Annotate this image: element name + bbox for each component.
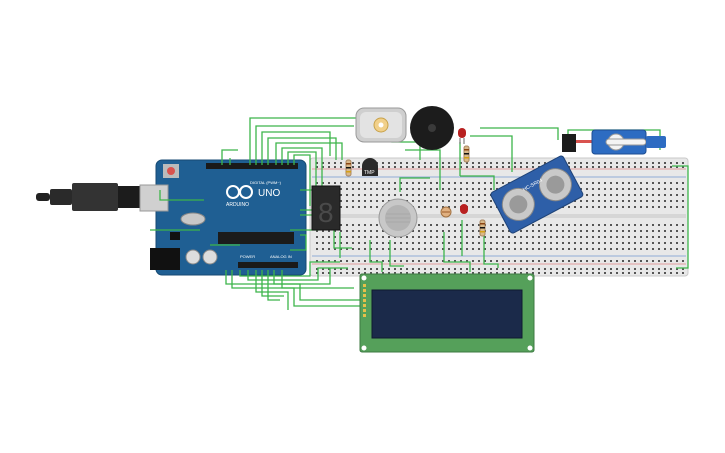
lcd-pin-header xyxy=(363,284,366,317)
capacitor xyxy=(185,249,201,265)
buzzer-icon xyxy=(410,106,454,150)
led-icon xyxy=(460,204,468,214)
ultrasonic-sensor: HC-SR04 xyxy=(490,155,584,234)
power-header-label: POWER xyxy=(240,254,255,259)
crystal xyxy=(180,212,206,226)
seven-segment-digit: 8 xyxy=(318,197,334,228)
gas-sensor-icon xyxy=(378,198,418,238)
digital-header xyxy=(206,163,298,169)
arduino-board: UNO ARDUINO DIGITAL (PWM~) POWER ANALOG … xyxy=(36,159,307,276)
board-logo-text: ARDUINO xyxy=(226,202,249,208)
microcontroller-chip xyxy=(218,232,294,244)
resistor-icon xyxy=(479,219,486,237)
photoresistor-icon xyxy=(440,206,452,218)
usb-cable-icon xyxy=(36,183,169,212)
temp-sensor-label: TMP xyxy=(364,170,375,176)
resistor-icon xyxy=(345,159,352,177)
temperature-sensor: TMP xyxy=(362,158,378,176)
dc-motor-icon xyxy=(355,107,407,143)
analog-header-label: ANALOG IN xyxy=(270,254,292,259)
board-model-label: UNO xyxy=(258,188,280,199)
digital-header-label: DIGITAL (PWM~) xyxy=(250,180,282,185)
led-icon xyxy=(458,128,466,144)
servo-icon xyxy=(562,129,666,155)
capacitor xyxy=(202,249,218,265)
power-analog-header xyxy=(238,262,298,268)
power-jack xyxy=(150,248,180,270)
lcd-display xyxy=(359,273,535,353)
resistor-icon xyxy=(463,145,470,163)
seven-segment-display: 8 xyxy=(311,185,341,231)
